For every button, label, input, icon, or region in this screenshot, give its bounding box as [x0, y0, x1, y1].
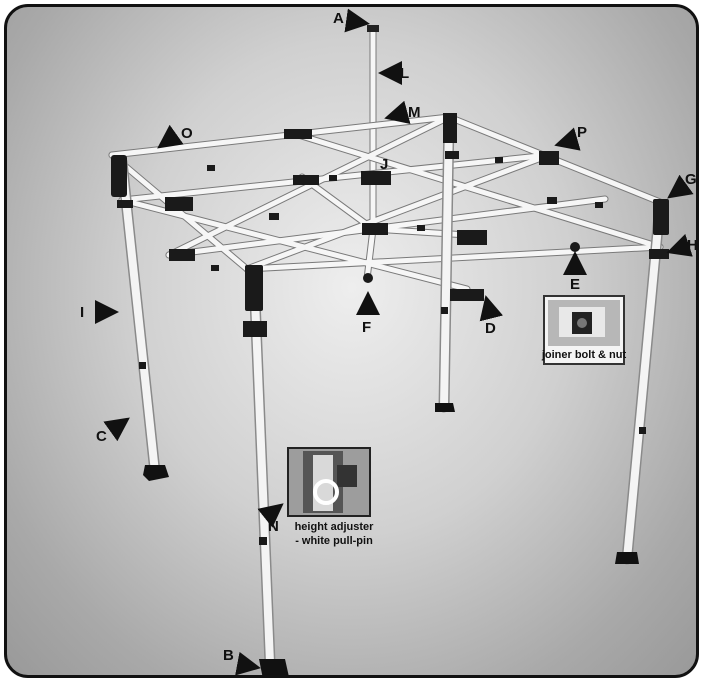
height-adjuster-caption-1: height adjuster	[295, 521, 375, 533]
label-n: N	[268, 518, 279, 535]
label-b: B	[223, 647, 234, 664]
label-o: O	[181, 125, 193, 142]
canopy-frame-diagram: A L M O P J G H E F D I C N B joiner bol…	[80, 8, 698, 675]
label-p: P	[577, 124, 587, 141]
label-l: L	[400, 65, 409, 82]
label-a: A	[333, 10, 344, 27]
joiner-bolt-inset: joiner bolt & nut	[541, 295, 627, 365]
truss-frame	[108, 113, 664, 293]
diagram-frame: A L M O P J G H E F D I C N B joiner bol…	[4, 4, 699, 678]
joiner-bolt-caption: joiner bolt & nut	[541, 349, 627, 361]
part-labels: A L M O P J G H E F D I C N B	[80, 10, 698, 664]
legs	[116, 113, 666, 675]
feet	[143, 403, 639, 675]
label-m: M	[408, 104, 421, 121]
height-adjuster-caption-2: - white pull-pin	[295, 535, 373, 547]
label-i: I	[80, 304, 84, 321]
height-adjuster-inset: height adjuster - white pull-pin	[287, 447, 375, 547]
joints	[111, 113, 669, 545]
label-j: J	[380, 156, 388, 173]
label-f: F	[362, 319, 371, 336]
label-g: G	[685, 171, 697, 188]
label-c: C	[96, 428, 107, 445]
label-arrows	[95, 8, 694, 675]
label-h: H	[687, 237, 698, 254]
label-d: D	[485, 320, 496, 337]
label-e: E	[570, 276, 580, 293]
